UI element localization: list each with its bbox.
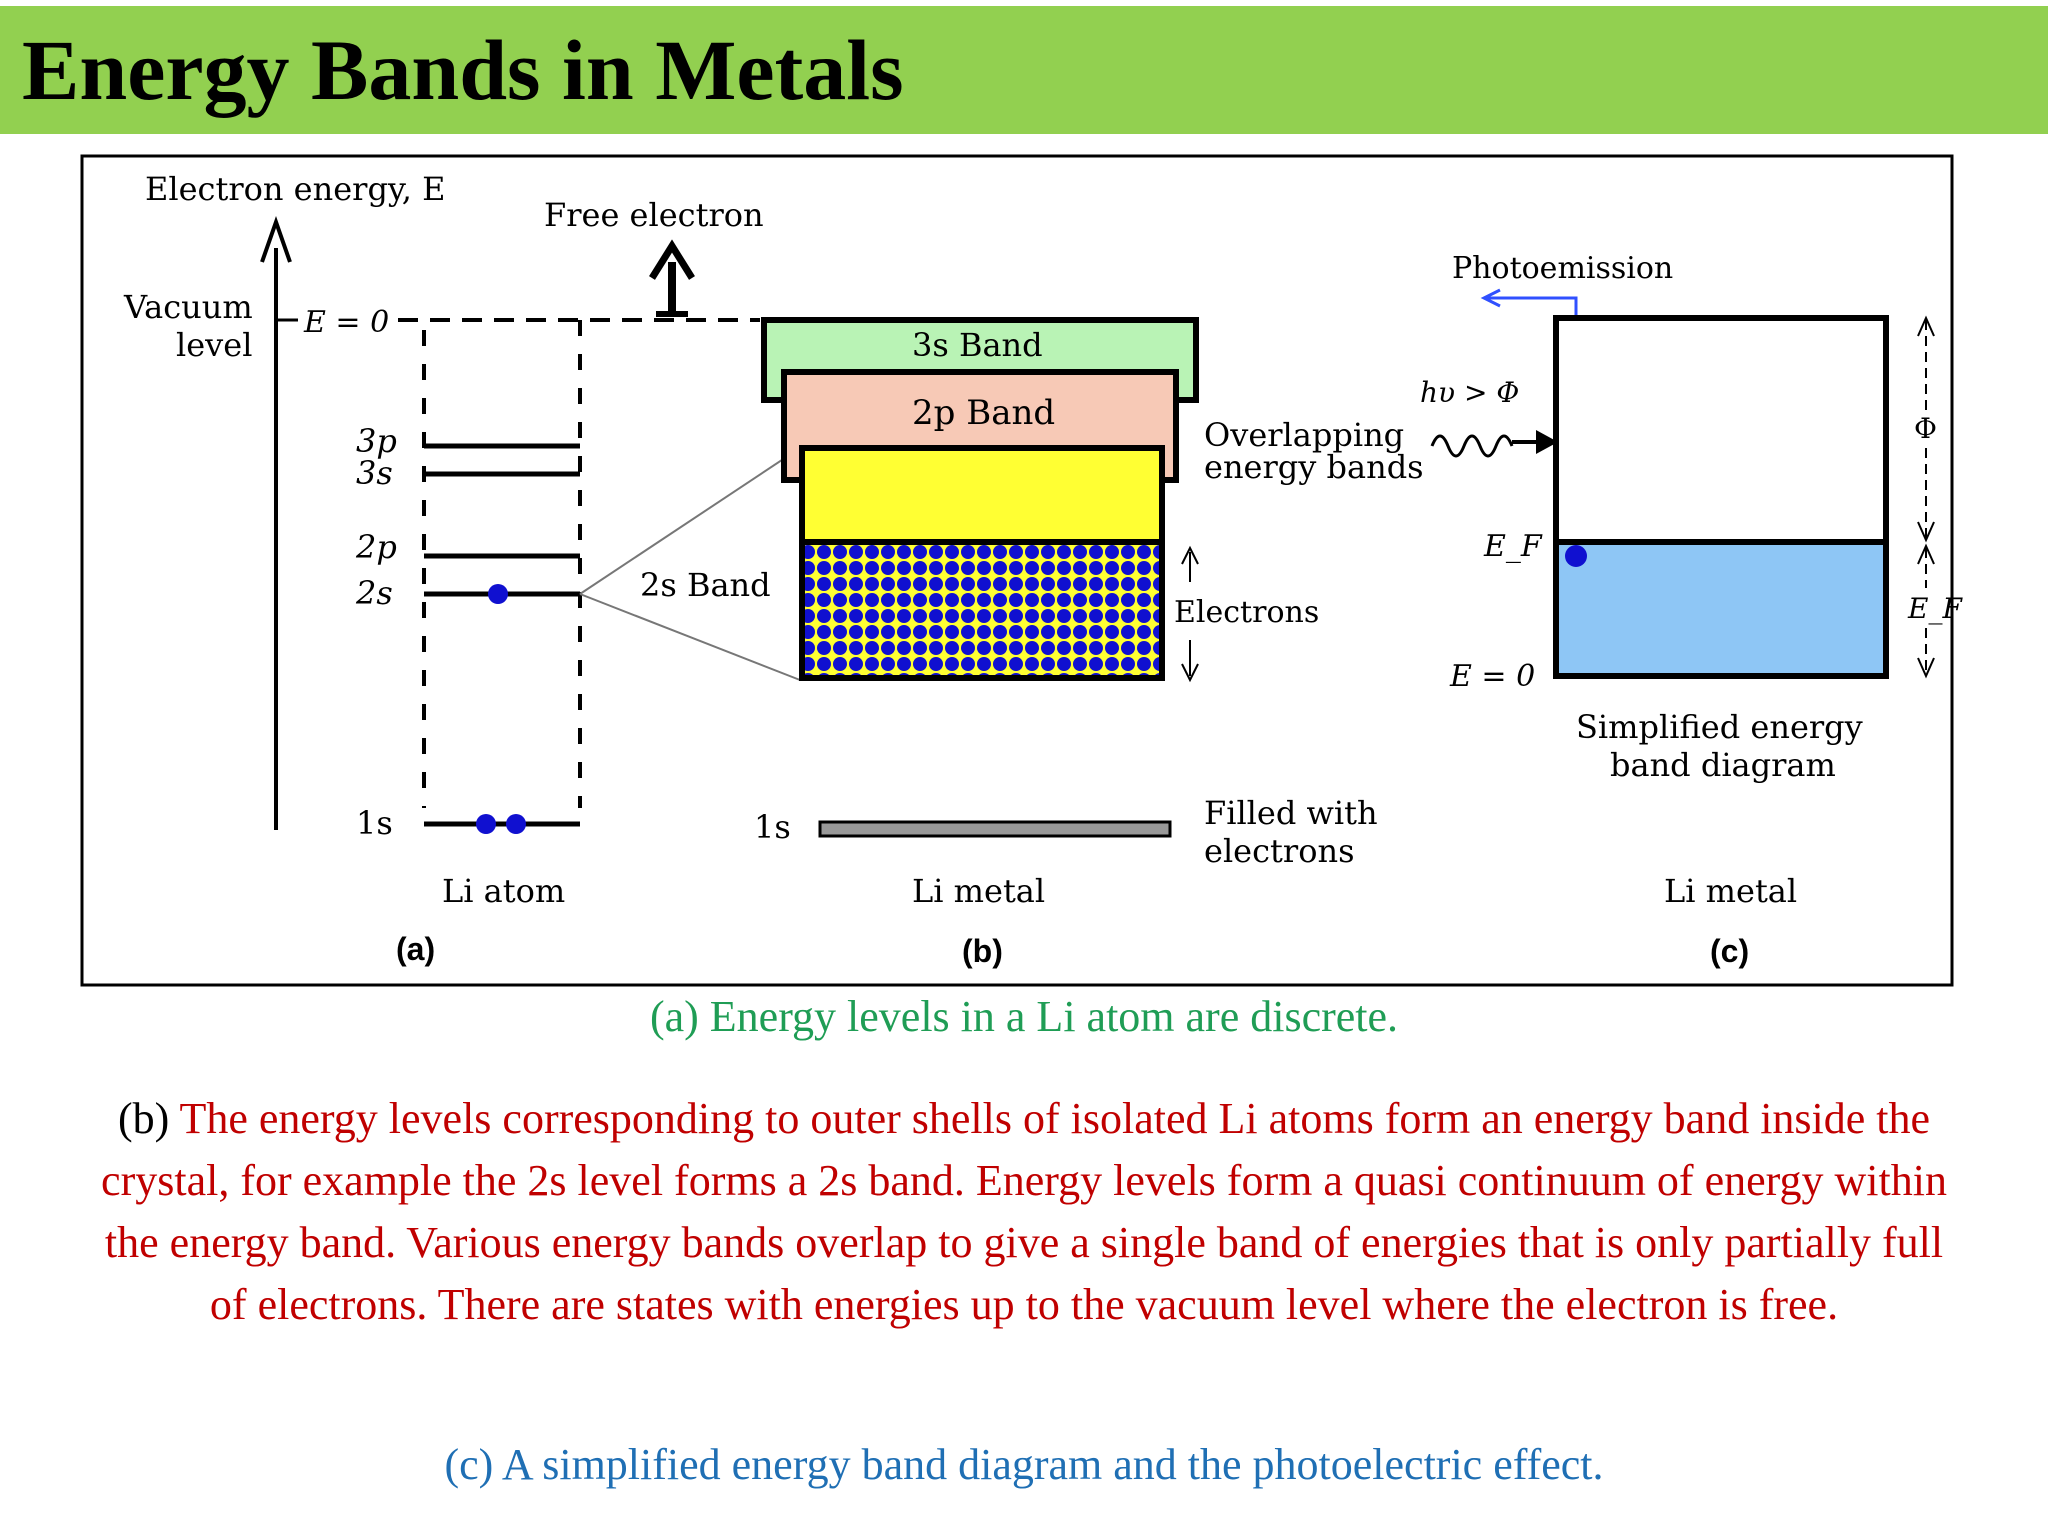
phi-arrowhead-top (1917, 315, 1935, 337)
panel-c: Photoemission hυ > Φ E_F E = 0 Φ E_F Sim… (1420, 251, 1963, 969)
fermi-arrowhead-bottom (1917, 657, 1935, 679)
panel-c-letter: (c) (1710, 933, 1749, 969)
phi-label-bg (1912, 410, 1940, 446)
overlap-label-2: energy bands (1204, 448, 1424, 486)
photon-wave (1430, 434, 1514, 458)
panel-b-letter: (b) (962, 933, 1003, 969)
filled-label-1: Filled with (1204, 794, 1378, 832)
fan-line-top (579, 447, 801, 595)
phi-label: Φ (1914, 412, 1937, 445)
metal-empty-states (1553, 315, 1889, 545)
band-2p-label: 2p Band (912, 393, 1055, 433)
level-1s-label-b: 1s (754, 808, 791, 846)
caption-b-lead: (b) (117, 1094, 170, 1143)
electrons-arrowhead-down (1181, 663, 1199, 683)
fermi-right-label: E_F (1907, 592, 1963, 625)
band-3s-label: 3s Band (912, 326, 1043, 364)
electron-1s-b (506, 814, 526, 834)
simplified-label-1: Simplified energy (1576, 708, 1863, 746)
caption-b: (b) The energy levels corresponding to o… (100, 1088, 1948, 1336)
atom-label: Li atom (442, 872, 565, 910)
fermi-right-bg (1908, 588, 1946, 626)
fan-line-bottom (579, 593, 801, 681)
free-electron-label: Free electron (544, 196, 764, 234)
band-2s-empty (799, 445, 1165, 545)
phi-arrowhead-bottom (1917, 521, 1935, 543)
electron-1s-a (476, 814, 496, 834)
vacuum-label-2: level (176, 326, 252, 364)
vacuum-label-1: Vacuum (123, 288, 253, 326)
photoemission-arrowhead (1480, 288, 1501, 308)
electrons-label: Electrons (1174, 595, 1319, 630)
title-bar: Energy Bands in Metals (0, 6, 2048, 134)
electrons-arrowhead-up (1181, 545, 1199, 565)
caption-a: (a) Energy levels in a Li atom are discr… (649, 992, 1399, 1041)
electron-2s (488, 584, 508, 604)
level-2p-label: 2p (355, 528, 397, 566)
energy-axis-arrowhead (260, 215, 292, 263)
metal-label-c: Li metal (1664, 872, 1797, 910)
photon-label: hυ > Φ (1420, 376, 1519, 409)
band-1s (818, 820, 1172, 838)
panel-b: 3s Band 2p Band Overlapping energy bands… (754, 317, 1424, 969)
band-2s-filled (799, 539, 1165, 681)
energy-band-figure: Electron energy, E Vacuum level E = 0 Fr… (80, 154, 1963, 987)
panel-a: Electron energy, E Vacuum level E = 0 Fr… (123, 170, 801, 967)
level-3s-label: 3s (356, 454, 393, 492)
free-electron-arrowhead (649, 239, 695, 280)
metal-filled-states (1553, 539, 1889, 679)
slide-title: Energy Bands in Metals (22, 22, 904, 118)
e-zero-label-c: E = 0 (1449, 659, 1535, 694)
filled-label-2: electrons (1204, 832, 1354, 870)
photon-arrowhead (1536, 430, 1558, 454)
panel-a-letter: (a) (396, 931, 435, 967)
caption-b-body: The energy levels corresponding to outer… (101, 1094, 1947, 1329)
energy-axis-label: Electron energy, E (145, 170, 445, 208)
fermi-arrowhead-top (1917, 543, 1935, 565)
e-zero-label-a: E = 0 (303, 305, 389, 340)
band-2s-label: 2s Band (640, 566, 771, 604)
level-2s-label: 2s (355, 574, 393, 612)
simplified-label-2: band diagram (1610, 746, 1836, 784)
photoemission-label: Photoemission (1452, 251, 1673, 286)
overlap-label-1: Overlapping (1204, 416, 1404, 454)
level-3p-label: 3p (356, 422, 397, 460)
fermi-label: E_F (1483, 529, 1543, 564)
photo-electron (1565, 545, 1587, 567)
caption-c: (c) A simplified energy band diagram and… (444, 1440, 1604, 1489)
metal-label-b: Li metal (912, 872, 1045, 910)
level-1s-label: 1s (356, 804, 393, 842)
